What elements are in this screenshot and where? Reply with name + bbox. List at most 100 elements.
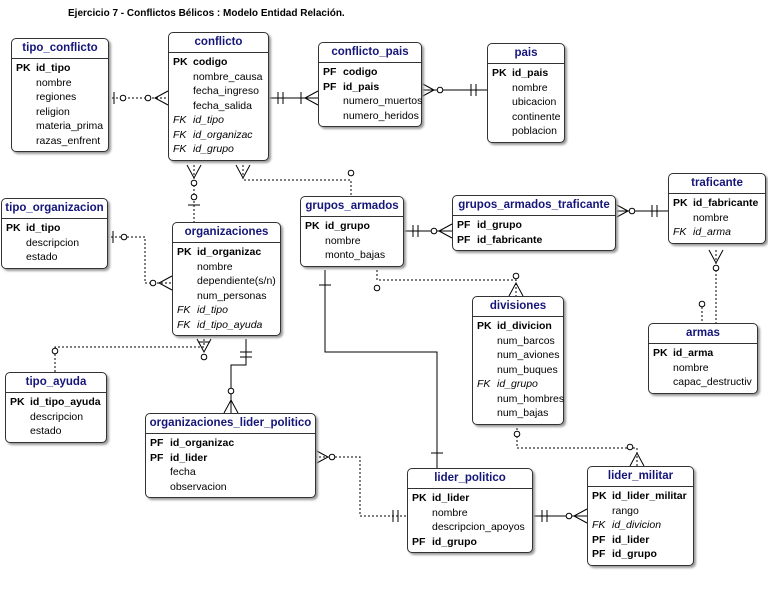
key-marker — [412, 506, 432, 521]
attribute-name: nombre — [325, 234, 361, 247]
rel-tipo-organizacion-organizaciones — [107, 231, 173, 291]
key-marker: PK — [492, 67, 507, 79]
attribute-name: id_grupo — [432, 535, 477, 548]
attribute-row: num_hombres — [477, 392, 564, 407]
attribute-name: observacion — [170, 480, 227, 493]
entity-title: traficante — [669, 174, 765, 194]
attribute-name: descripcion — [30, 410, 84, 423]
attribute-name: num_hombres — [497, 392, 565, 405]
attribute-row: fecha — [150, 465, 311, 480]
rel-organizaciones-olp — [223, 339, 252, 414]
attribute-row: nombre — [305, 234, 399, 249]
entity-title: armas — [649, 324, 757, 344]
key-marker: PK — [653, 347, 668, 359]
attribute-row: estado — [6, 250, 103, 265]
attribute-name: nombre_causa — [193, 70, 263, 83]
entity-title: pais — [488, 44, 564, 64]
key-marker: PF — [412, 535, 426, 548]
key-marker: PF — [592, 533, 606, 546]
attribute-row: numero_heridos — [323, 109, 419, 124]
rel-grupos-armados-lider-politico — [319, 270, 443, 468]
attribute-name: nombre — [36, 76, 72, 89]
key-marker — [305, 248, 325, 263]
attribute-name: estado — [26, 251, 58, 263]
rel-pais-conflicto-pais — [420, 82, 487, 98]
entity-title: lider_politico — [408, 469, 532, 489]
attribute-name: nombre — [693, 211, 729, 224]
attribute-name: id_tipo — [197, 304, 228, 316]
attribute-name: numero_heridos — [343, 109, 419, 122]
key-marker: PF — [592, 548, 606, 560]
attribute-row: num_barcos — [477, 334, 559, 349]
key-marker — [492, 81, 512, 96]
attribute-name: id_tipo_ayuda — [30, 396, 101, 408]
attribute-name: id_grupo — [477, 219, 522, 231]
key-marker: PF — [457, 219, 471, 231]
attribute-name: id_lider — [432, 492, 470, 504]
key-marker: FK — [177, 318, 191, 331]
entity-title: tipo_conflicto — [12, 39, 108, 59]
attribute-row: estado — [10, 424, 102, 439]
attribute-row: FK id_tipo — [177, 303, 276, 318]
attribute-row: regiones — [16, 90, 104, 105]
attribute-row: nombre_causa — [173, 70, 264, 85]
attribute-name: monto_bajas — [325, 249, 386, 261]
rel-conflicto-conflicto-pais — [268, 90, 319, 106]
page-title: Ejercicio 7 - Conflictos Bélicos : Model… — [68, 8, 345, 19]
key-marker — [412, 520, 432, 535]
key-marker — [477, 334, 497, 349]
attribute-name: id_tipo_ayuda — [197, 318, 263, 331]
key-marker — [177, 260, 197, 275]
attribute-name: id_pais — [512, 67, 549, 79]
key-marker: FK — [592, 519, 606, 531]
attribute-name: nombre — [673, 361, 709, 374]
key-marker — [177, 274, 197, 289]
attribute-name: fecha_ingreso — [193, 85, 259, 97]
key-marker — [492, 110, 512, 125]
attribute-name: razas_enfrent — [36, 134, 101, 147]
attribute-name: continente — [512, 110, 561, 123]
key-marker: FK — [173, 114, 187, 126]
key-marker — [173, 99, 193, 114]
key-marker — [673, 211, 693, 226]
key-marker — [477, 363, 497, 378]
key-marker: PF — [150, 451, 164, 464]
key-marker — [492, 124, 512, 139]
attribute-name: descripcion — [26, 236, 80, 249]
attribute-name: nombre — [197, 260, 233, 273]
rel-tipo-conflicto-conflicto — [108, 90, 169, 106]
attribute-name: poblacion — [512, 125, 557, 137]
attribute-name: id_fabricante — [477, 233, 543, 246]
key-marker: FK — [177, 304, 191, 316]
key-marker: FK — [173, 128, 187, 141]
attribute-name: id_grupo — [325, 220, 370, 232]
entity-title: grupos_armados — [301, 197, 403, 217]
key-marker — [6, 236, 26, 251]
key-marker: PK — [173, 56, 188, 68]
key-marker: FK — [673, 226, 687, 238]
entity-title: conflicto — [169, 33, 268, 53]
attribute-name: num_bajas — [497, 407, 549, 419]
attribute-row: nombre — [412, 506, 528, 521]
attribute-name: fecha_salida — [193, 99, 252, 112]
